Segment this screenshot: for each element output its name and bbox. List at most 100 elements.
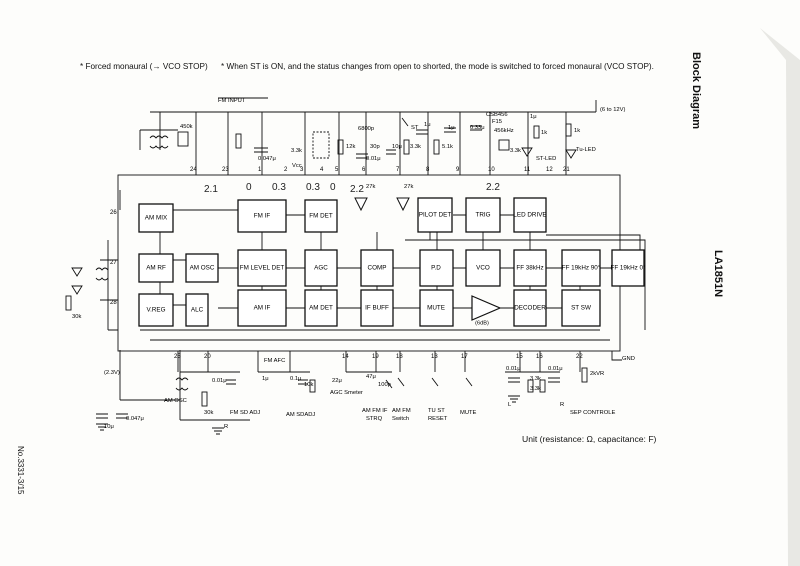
svg-text:5: 5	[335, 167, 339, 173]
svg-text:FF 19kHz 0°: FF 19kHz 0°	[610, 264, 646, 272]
comp-block: COMP	[360, 249, 394, 287]
decoder-block: DECODER	[513, 289, 547, 327]
svg-text:Switch: Switch	[392, 416, 409, 422]
svg-text:AM OSC: AM OSC	[164, 398, 187, 404]
svg-text:ST SW: ST SW	[571, 305, 591, 312]
svg-text:6: 6	[362, 167, 366, 173]
svg-text:AM MIX: AM MIX	[145, 215, 168, 222]
amp-triangle: (6dB)	[471, 295, 502, 326]
vco-block: VCO	[465, 249, 501, 287]
if-buff-block: IF BUFF	[360, 289, 394, 327]
svg-text:0.01μ: 0.01μ	[366, 156, 381, 162]
svg-text:28: 28	[110, 300, 117, 306]
svg-text:L: L	[508, 402, 512, 408]
top-wiring	[100, 97, 597, 421]
svg-text:9: 9	[456, 167, 460, 173]
svg-text:1μ: 1μ	[424, 122, 431, 128]
am-mix-block: AM MIX	[138, 203, 174, 233]
svg-text:ST-LED: ST-LED	[536, 156, 556, 162]
svg-text:(2.3V): (2.3V)	[104, 370, 120, 376]
svg-text:27: 27	[110, 260, 117, 266]
top-pin-numbers: 24 23 1 2 3 4 5 6 7 8 9 10 11 12 21	[190, 167, 570, 173]
svg-text:Vcc: Vcc	[292, 163, 302, 169]
svg-text:0.047μ: 0.047μ	[258, 156, 276, 162]
svg-text:0.047μ: 0.047μ	[126, 416, 144, 422]
svg-text:8: 8	[426, 167, 430, 173]
fm-det-block: FM DET	[304, 199, 338, 233]
buffer-triangles	[354, 197, 410, 212]
svg-text:3: 3	[300, 167, 304, 173]
bottom-wiring	[177, 351, 622, 373]
svg-text:R: R	[224, 424, 228, 430]
fm-level-det-block: FM LEVEL DET	[237, 249, 287, 287]
svg-text:R: R	[560, 402, 564, 408]
pilot-det-block: PILOT DET	[417, 197, 453, 233]
svg-text:30k: 30k	[204, 410, 213, 416]
svg-text:1k: 1k	[541, 130, 547, 136]
svg-text:0: 0	[246, 182, 252, 193]
ff-19b-block: FF 19kHz 0°	[610, 249, 646, 287]
alc-block: ALC	[185, 293, 209, 327]
svg-text:P.D: P.D	[431, 265, 441, 272]
led-drive-block: LED DRIVE	[513, 197, 547, 233]
svg-text:16: 16	[536, 354, 543, 360]
mute-block: MUTE	[419, 289, 454, 327]
am-if-block: AM IF	[237, 289, 287, 327]
svg-text:AM FM: AM FM	[392, 408, 411, 414]
svg-text:AGC: AGC	[314, 265, 328, 272]
svg-text:25: 25	[174, 354, 181, 360]
svg-text:1k: 1k	[574, 128, 580, 134]
svg-text:13: 13	[431, 354, 438, 360]
svg-text:2kVR: 2kVR	[590, 371, 604, 377]
svg-text:LED DRIVE: LED DRIVE	[513, 212, 546, 219]
svg-text:3.3k: 3.3k	[410, 144, 421, 150]
svg-text:2.1: 2.1	[204, 184, 218, 195]
functional-blocks: AM MIX AM RF AM OSC V.REG ALC FM IF FM D…	[138, 197, 646, 327]
am-rf-block: AM RF	[138, 253, 174, 283]
svg-text:2.2: 2.2	[486, 182, 500, 193]
svg-text:0.01μ: 0.01μ	[548, 366, 563, 372]
svg-text:MUTE: MUTE	[460, 410, 477, 416]
svg-text:0: 0	[330, 182, 336, 193]
svg-text:1μ: 1μ	[448, 125, 455, 131]
svg-text:CSB456: CSB456	[486, 112, 508, 118]
svg-text:0.01μ: 0.01μ	[212, 378, 227, 384]
svg-text:27k: 27k	[366, 184, 375, 190]
svg-text:22μ: 22μ	[332, 378, 342, 384]
svg-text:21: 21	[563, 167, 570, 173]
svg-text:V.REG: V.REG	[146, 307, 165, 314]
am-det-block: AM DET	[304, 289, 338, 327]
svg-text:ALC: ALC	[191, 307, 204, 314]
svg-text:4: 4	[320, 167, 324, 173]
svg-text:ST: ST	[411, 125, 419, 131]
svg-text:DECODER: DECODER	[514, 305, 546, 312]
svg-text:(6 to 12V): (6 to 12V)	[600, 107, 626, 113]
svg-text:30k: 30k	[72, 314, 81, 320]
ff-19-block: FF 19kHz 90°	[561, 249, 601, 287]
ff-38-block: FF 38kHz	[513, 249, 547, 287]
svg-text:AM OSC: AM OSC	[190, 265, 215, 272]
svg-text:18: 18	[396, 354, 403, 360]
am-osc-block: AM OSC	[185, 253, 219, 283]
svg-text:Tu-LED: Tu-LED	[576, 147, 596, 153]
svg-text:10: 10	[488, 167, 495, 173]
svg-text:FM SD ADJ: FM SD ADJ	[230, 410, 260, 416]
svg-text:3.3k: 3.3k	[530, 386, 541, 392]
svg-text:IF BUFF: IF BUFF	[365, 305, 389, 312]
svg-text:FM AFC: FM AFC	[264, 358, 285, 364]
svg-text:MUTE: MUTE	[427, 305, 445, 312]
svg-text:456kHz: 456kHz	[494, 128, 514, 134]
svg-text:(6dB): (6dB)	[475, 320, 489, 326]
svg-text:0.1μ: 0.1μ	[290, 376, 301, 382]
svg-text:10k: 10k	[304, 382, 313, 388]
svg-text:STRQ: STRQ	[366, 416, 383, 422]
svg-text:VCO: VCO	[476, 265, 490, 272]
agc-block: AGC	[304, 249, 338, 287]
svg-text:22: 22	[576, 354, 583, 360]
handwritten-annotations: 2.1 0 0.3 0.3 0 2.2 2.2	[204, 182, 500, 195]
svg-text:6800p: 6800p	[358, 126, 374, 132]
svg-text:19: 19	[372, 354, 379, 360]
svg-text:AM DET: AM DET	[309, 305, 333, 312]
svg-text:23: 23	[222, 167, 229, 173]
